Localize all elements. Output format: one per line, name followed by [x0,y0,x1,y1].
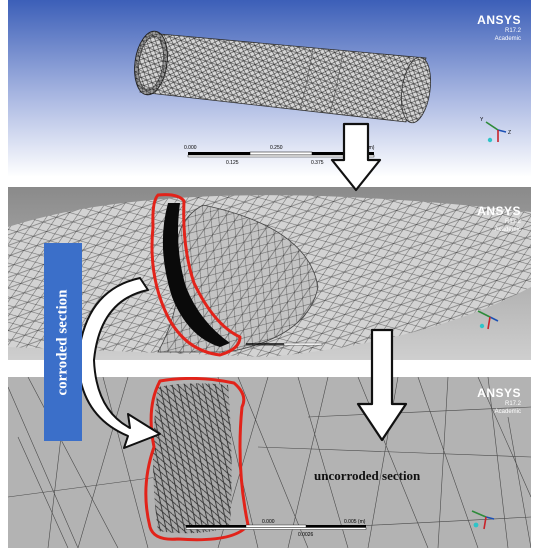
viewport-1-canvas: 0.000 0.250 0.500 (m) 0.125 0.375 Y Z [8,0,531,177]
brand-version: R17.2 [504,401,521,407]
scale-bar [185,524,367,530]
axis-triad-icon[interactable] [477,310,499,330]
dense-mesh-region [153,383,232,534]
brand-edition: Academic [494,409,521,415]
triad-z-label: Z [508,130,511,136]
brand-version: R17.2 [504,28,521,34]
brand-edition: Academic [494,36,521,42]
uncorroded-section-label: uncorroded section [314,468,421,483]
pipe-mesh [134,30,432,124]
viewport-full-pipe[interactable]: 0.000 0.250 0.500 (m) 0.125 0.375 Y Z AN… [8,0,531,177]
brand-name: ANSYS [477,386,521,400]
brand-edition: Academic [494,227,521,233]
coarse-mesh [8,377,531,548]
viewport-2-canvas [8,187,531,360]
viewport-mesh-closeup[interactable]: 0.000 0.005 (m) 0.0026 ANSYS R17.2 Acade… [8,377,531,548]
scale-tick-0: 0.000 [262,519,275,525]
scale-tick-1: 0.0026 [298,532,314,538]
closeup-highlight-outline [144,377,250,542]
scale-tick-2: 0.250 [270,145,283,151]
corroded-band [162,203,230,347]
scale-tick-1: 0.125 [226,160,239,166]
scale-tick-0: 0.000 [184,145,197,151]
scale-bar-faint [246,342,323,346]
axis-triad-icon[interactable]: Y Z [480,117,511,143]
brand-name: ANSYS [477,13,521,27]
scale-tick-3: 0.375 [311,160,324,166]
viewport-corrosion-zoom[interactable]: ANSYS R17.2 Academic [8,187,531,360]
ansys-brand: ANSYS R17.2 Academic [477,387,521,415]
ansys-brand: ANSYS R17.2 Academic [477,205,521,233]
corrosion-highlight-outline [150,193,242,357]
brand-name: ANSYS [477,204,521,218]
brand-version: R17.2 [504,219,521,225]
axis-triad-icon[interactable] [471,510,495,530]
viewport-3-canvas: 0.000 0.005 (m) 0.0026 [8,377,531,548]
scale-bar [187,151,375,158]
corroded-section-text: corroded section [54,289,71,395]
corroded-section-label: corroded section [44,243,82,441]
ansys-brand: ANSYS R17.2 Academic [477,14,521,42]
triad-y-label: Y [480,117,484,123]
scale-tick-2: 0.005 (m) [344,519,366,525]
scale-tick-4: 0.500 (m) [353,145,375,151]
